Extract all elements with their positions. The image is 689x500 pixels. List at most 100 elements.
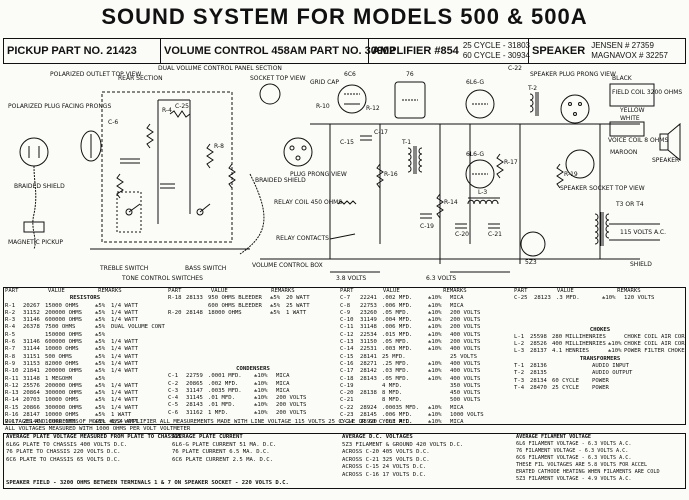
condenser-a-row-cell: .01 MFD. (208, 402, 235, 409)
condenser-b-row-cell: C-16 (340, 360, 354, 367)
label-treble-switch: TREBLE SWITCH (99, 265, 148, 272)
speaker-part: SPEAKER JENSEN # 27359 MAGNAVOX # 32257 (529, 39, 685, 63)
plate-current-row-text: 6C6 PLATE CURRENT 2.5 MA. D.C. (172, 456, 274, 463)
condenser-b-row-cell: 8 MFD. (382, 390, 403, 397)
condenser-b-row-cell: 31150 (360, 339, 377, 346)
parts-table-frame (3, 287, 686, 425)
transformer-row-cell: T-1 (514, 363, 525, 370)
tube-6l6g-1-symbol (465, 89, 495, 119)
label-tube-6l6g-1: 6L6-G (466, 79, 484, 86)
condenser-b-row-cell: C-10 (340, 317, 354, 324)
condenser-b-row-cell: .05 MFD. (382, 309, 409, 316)
dc-voltages-title: AVERAGE D.C. VOLTAGES (342, 434, 413, 440)
condenser-b-row-cell: C-18 (340, 375, 354, 382)
condenser-b-row-cell: C-7 (340, 295, 351, 302)
label-relay-contacts: RELAY CONTACTS (276, 235, 329, 242)
condenser-a-row-cell: 22759 (186, 373, 203, 380)
amplifier-part: AMPLIFIER #854 25 CYCLE - 31803 60 CYCLE… (369, 39, 530, 63)
resistor-row-cell: R-10 (5, 368, 19, 375)
condenser-b-row-cell: ±10% (428, 368, 442, 375)
resistor-row-cell: 28146 (23, 419, 40, 426)
condenser-b-row-cell: ±10% (428, 375, 442, 382)
label-maroon: MAROON (610, 149, 637, 156)
condenser-b-row-cell: ±10% (428, 302, 442, 309)
speaker-plug-symbol (560, 94, 590, 124)
resistor-row-cell: ±5% (95, 397, 106, 404)
label-r16: R-16 (384, 171, 398, 178)
resistor-row-cell: 10000 OHMS (45, 397, 79, 404)
choke-row-cell: 25598 (530, 333, 547, 340)
transformer-row-cell: AUDIO INPUT (592, 363, 630, 370)
plug-prong-symbol (283, 137, 313, 167)
condenser-b-row-cell: 22531 (360, 346, 377, 353)
condenser-a-row-cell: 28143 (186, 402, 203, 409)
label-dual-volume: DUAL VOLUME CONTROL PANEL SECTION (158, 65, 282, 72)
filament-row-text: THESE FIL VOLTAGES ARE 5.8 VOLTS FOR ACC… (516, 462, 648, 468)
resistor2-row-cell: R-20 (168, 309, 182, 316)
condenser-b-row-cell: 400 VOLTS (450, 360, 481, 367)
condenser-b-row-cell: 4 MFD. (382, 382, 403, 389)
resistor-row-cell: 26378 (23, 324, 40, 331)
resistor-row-cell: R-8 (5, 353, 16, 360)
label-rear-section: REAR SECTION (118, 75, 163, 82)
plate-current-row-text: 76 PLATE CURRENT 6.5 MA. D.C. (172, 449, 270, 455)
dc-voltage-row-text: ACROSS C-15 24 VOLTS D.C. (342, 464, 427, 470)
resistor-row-cell: 1/4 WATT (111, 339, 138, 346)
condenser-b-row-cell: 25 VOLTS (450, 353, 477, 360)
speaker-symbol (659, 122, 681, 162)
label-grid-cap: GRID CAP (310, 79, 339, 86)
transformer-row-cell: T-4 (514, 384, 525, 391)
resistor-row-cell: 1/4 WATT (111, 317, 138, 324)
resistor-row-cell: 1/4 WATT (111, 404, 138, 411)
choke-row-cell: 4.1 HENRIES (552, 348, 590, 355)
label-bass-switch: BASS SWITCH (185, 265, 226, 272)
label-r17: R-17 (504, 159, 518, 166)
condenser-b-row-cell: MICA (450, 302, 464, 309)
condenser-b-row-cell: ±10% (428, 295, 442, 302)
resistor-row-cell: 20866 (23, 404, 40, 411)
tube-6l6g-2-symbol (465, 159, 495, 189)
condenser-b-row-cell: .03 MFD. (382, 368, 409, 375)
condenser-b-row-cell: 22534 (360, 331, 377, 338)
condenser-b-row-cell: 8 MFD. (382, 397, 403, 404)
condenser-a-row-cell: ±10% (254, 395, 268, 402)
resistor2-row-cell: 25 WATT (286, 302, 310, 309)
choke-row-cell: CHOKE COIL AIR CORE (624, 333, 686, 340)
resistor-row-cell: 200000 OHMS (45, 309, 83, 316)
resistor2-row-cell: 600 OHMS BLEEDER (208, 302, 262, 309)
resistor2-row-cell: 20 WATT (286, 295, 310, 302)
resistor2-row-cell: 950 OHMS BLEEDER (208, 295, 262, 302)
condenser-b-row-cell: 28138 (360, 390, 377, 397)
condenser-c-row-cell: .3 MFD. (556, 295, 580, 302)
condenser-a-row-cell: C-4 (168, 395, 179, 402)
dc-voltage-row-text: ACROSS C-16 17 VOLTS D.C. (342, 471, 427, 478)
label-tube-6c6: 6C6 (344, 71, 356, 78)
label-tone-control: TONE CONTROL SWITCHES (121, 275, 203, 282)
condenser-b-row-cell: .25 MFD. (382, 360, 409, 367)
dc-voltage-row: 5Z3 FILAMENT & GROUND 420 VOLTS D.C. (342, 442, 514, 450)
resistor-row-cell: 600000 OHMS (45, 339, 83, 346)
resistor2-row-cell: 28133 (186, 295, 203, 302)
label-t2: T-2 (527, 85, 537, 92)
condenser-b-row-cell: 400 VOLTS (450, 331, 481, 338)
condenser-b-row-cell: MICA (450, 419, 464, 426)
condenser-b-row-cell: ±10% (428, 412, 442, 419)
condenser-b-row-cell: .002 MFD. (382, 295, 413, 302)
condenser-b-row-cell: C-17 (340, 368, 354, 375)
condenser-c-row-cell: C-25 (514, 295, 528, 302)
transformer-row-cell: 28470 (530, 384, 547, 391)
condenser-a-row-cell: .002 MFD. (208, 380, 239, 387)
label-r12: R-12 (366, 105, 380, 112)
condenser-b-row-cell: .00035 MFD. (382, 404, 420, 411)
resistor-row-cell: R-2 (5, 309, 16, 316)
